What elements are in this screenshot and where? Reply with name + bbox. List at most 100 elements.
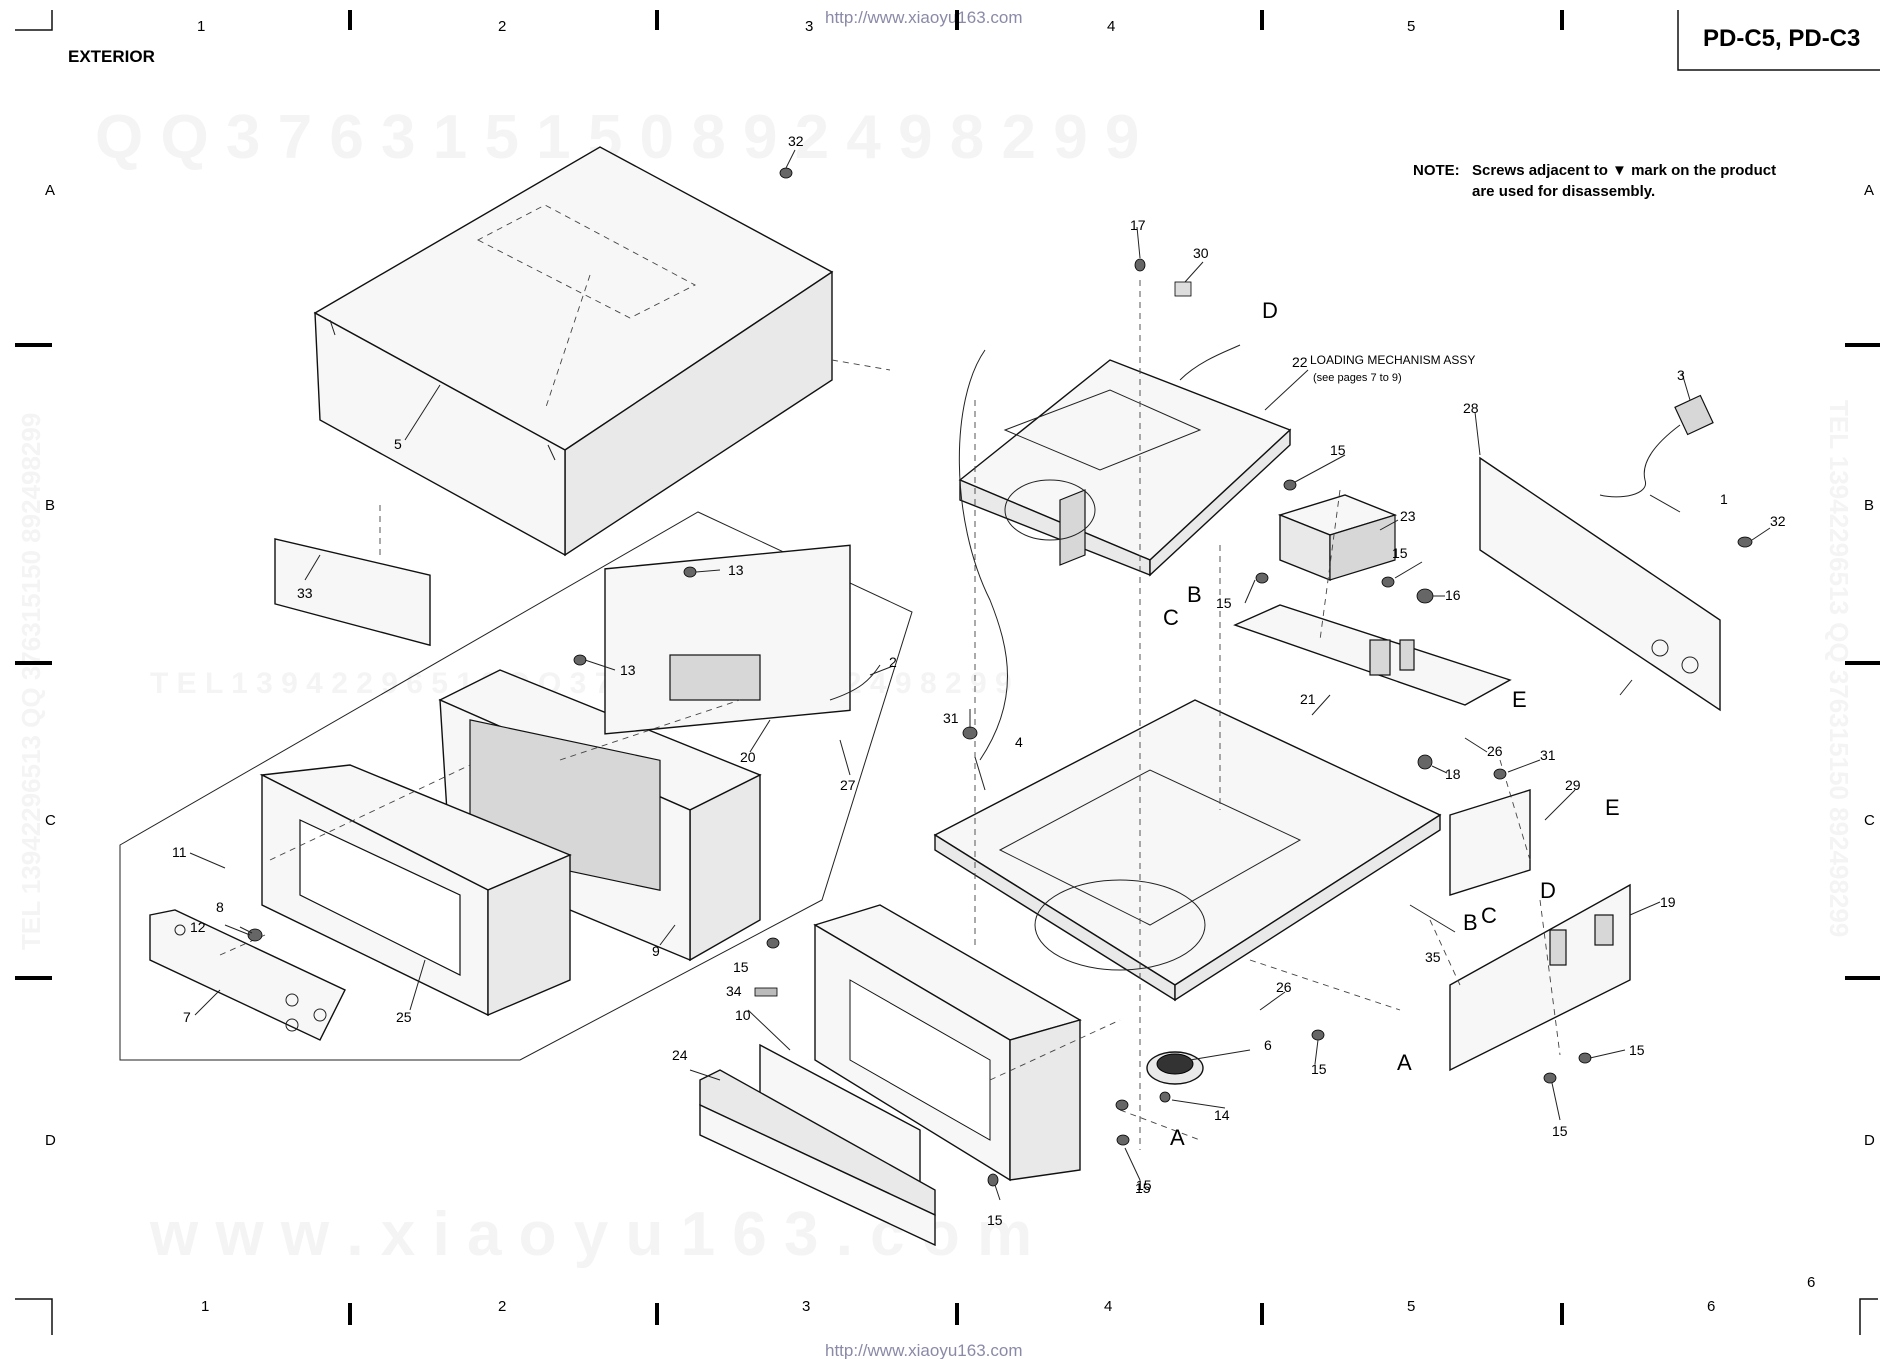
- connector-label-b: B: [1187, 582, 1202, 607]
- screw-icon: [1311, 1029, 1325, 1041]
- part-label: 7: [183, 1009, 191, 1025]
- grid-labels: 1 2 3 4 5 1 2 3 4 5 6 A B C D A B C D: [45, 18, 1875, 1315]
- power-pcb: [1233, 604, 1512, 706]
- screw-icon: [1283, 479, 1297, 491]
- part-label: 18: [1445, 766, 1461, 782]
- part-label: 30: [1193, 245, 1209, 261]
- part-labels: 1 2 3 4 5 6 7 8 9 10 11 12 13 13 14 15 1…: [172, 133, 1786, 1228]
- front-group-outline: [119, 511, 913, 1061]
- ground-wire: [958, 349, 1008, 761]
- part-label: 24: [672, 1047, 688, 1063]
- grid-col-4: 4: [1107, 18, 1115, 35]
- disassembly-note: NOTE: Screws adjacent to ▼ mark on the p…: [1413, 162, 1776, 200]
- grid-col-3-bottom: 3: [802, 1298, 810, 1315]
- connector-label-b: B: [1463, 910, 1478, 935]
- grid-col-6-bottom: 6: [1707, 1298, 1715, 1315]
- loading-mechanism: [958, 344, 1292, 577]
- grid-row-a-right: A: [1864, 182, 1874, 199]
- part-label: 31: [1540, 747, 1556, 763]
- screw-icon: [766, 937, 780, 949]
- part-label: 32: [1770, 513, 1786, 529]
- part-label: 25: [396, 1009, 412, 1025]
- page-number: 6: [1807, 1274, 1815, 1291]
- screw-icon: [1578, 1052, 1592, 1064]
- part-label: 12: [190, 919, 206, 935]
- part-label: 35: [1425, 949, 1441, 965]
- foot: [1146, 1051, 1204, 1085]
- part-label: 6: [1264, 1037, 1272, 1053]
- grid-col-3: 3: [805, 18, 813, 35]
- part-label: 9: [652, 943, 660, 959]
- screw-icon: [1493, 768, 1507, 780]
- connector-label-e: E: [1512, 687, 1527, 712]
- label-sheet-icon: [754, 987, 778, 997]
- part-label: 32: [788, 133, 804, 149]
- part-label: 13: [620, 662, 636, 678]
- grid-col-5-bottom: 5: [1407, 1298, 1415, 1315]
- loading-mechanism-ref: (see pages 7 to 9): [1313, 372, 1402, 384]
- grid-row-c-left: C: [45, 812, 56, 829]
- part-label: 15: [1330, 442, 1346, 458]
- part-label: 15: [733, 959, 749, 975]
- part-label: 15: [1135, 1180, 1151, 1196]
- part-label: 10: [735, 1007, 751, 1023]
- grid-row-c-right: C: [1864, 812, 1875, 829]
- part-label: 15: [987, 1212, 1003, 1228]
- front-panel-lower: [813, 904, 1082, 1182]
- connector-label-c: C: [1481, 903, 1497, 928]
- part-label: 33: [297, 585, 313, 601]
- part-label: 4: [1015, 734, 1023, 750]
- part-label: 1: [1720, 491, 1728, 507]
- part-label: 5: [394, 436, 402, 452]
- screw-icon: [1417, 754, 1433, 770]
- watermark-url-top: http://www.xiaoyu163.com: [825, 8, 1022, 27]
- screw-icon: [1115, 1099, 1129, 1111]
- part-label: 15: [1311, 1061, 1327, 1077]
- control-pcb: [1449, 883, 1631, 1072]
- note-line-1: Screws adjacent to ▼ mark on the product: [1472, 162, 1776, 179]
- part-label: 16: [1445, 587, 1461, 603]
- grid-col-1: 1: [197, 18, 205, 35]
- clamp-icon: [1174, 281, 1192, 297]
- grid-col-2-bottom: 2: [498, 1298, 506, 1315]
- grid-row-d-left: D: [45, 1132, 56, 1149]
- grid-col-1-bottom: 1: [201, 1298, 209, 1315]
- screw-icon: [1134, 258, 1146, 272]
- part-label: 8: [216, 899, 224, 915]
- rear-panel: [1479, 456, 1721, 712]
- part-label: 28: [1463, 400, 1479, 416]
- screw-icon: [573, 654, 587, 666]
- section-title: EXTERIOR: [68, 47, 155, 66]
- part-label: 15: [1216, 595, 1232, 611]
- callout-leaders: [189, 149, 1771, 1201]
- loading-mechanism-label: LOADING MECHANISM ASSY: [1310, 353, 1475, 367]
- watermark-side-left: TEL 13942296513 QQ 376315150 892498299: [16, 413, 46, 950]
- part-label: 2: [889, 654, 897, 670]
- connector-labels: A A B B C C D D E E: [1163, 298, 1620, 1150]
- screw-icon: [683, 566, 697, 578]
- connector-label-a: A: [1397, 1050, 1412, 1075]
- connector-label-d: D: [1262, 298, 1278, 323]
- main-chassis: [933, 699, 1442, 1002]
- part-label: 31: [943, 710, 959, 726]
- note-label: NOTE:: [1413, 162, 1460, 179]
- watermark-url-bottom: http://www.xiaoyu163.com: [825, 1341, 1022, 1359]
- screw-icon: [1116, 1134, 1130, 1146]
- screw-icon: [1159, 1091, 1171, 1103]
- part-label: 34: [726, 983, 742, 999]
- part-label: 20: [740, 749, 756, 765]
- side-bracket: [1449, 789, 1531, 896]
- connector-label-a: A: [1170, 1125, 1185, 1150]
- part-label: 26: [1276, 979, 1292, 995]
- grid-row-a-left: A: [45, 182, 55, 199]
- note-line-2: are used for disassembly.: [1472, 183, 1655, 200]
- part-label: 26: [1487, 743, 1503, 759]
- part-label: 21: [1300, 691, 1316, 707]
- part-label: 17: [1130, 217, 1146, 233]
- top-cover: [313, 146, 834, 557]
- grid-col-5: 5: [1407, 18, 1415, 35]
- power-transformer: [1277, 494, 1398, 582]
- part-label: 23: [1400, 508, 1416, 524]
- grid-col-4-bottom: 4: [1104, 1298, 1112, 1315]
- part-label: 15: [1629, 1042, 1645, 1058]
